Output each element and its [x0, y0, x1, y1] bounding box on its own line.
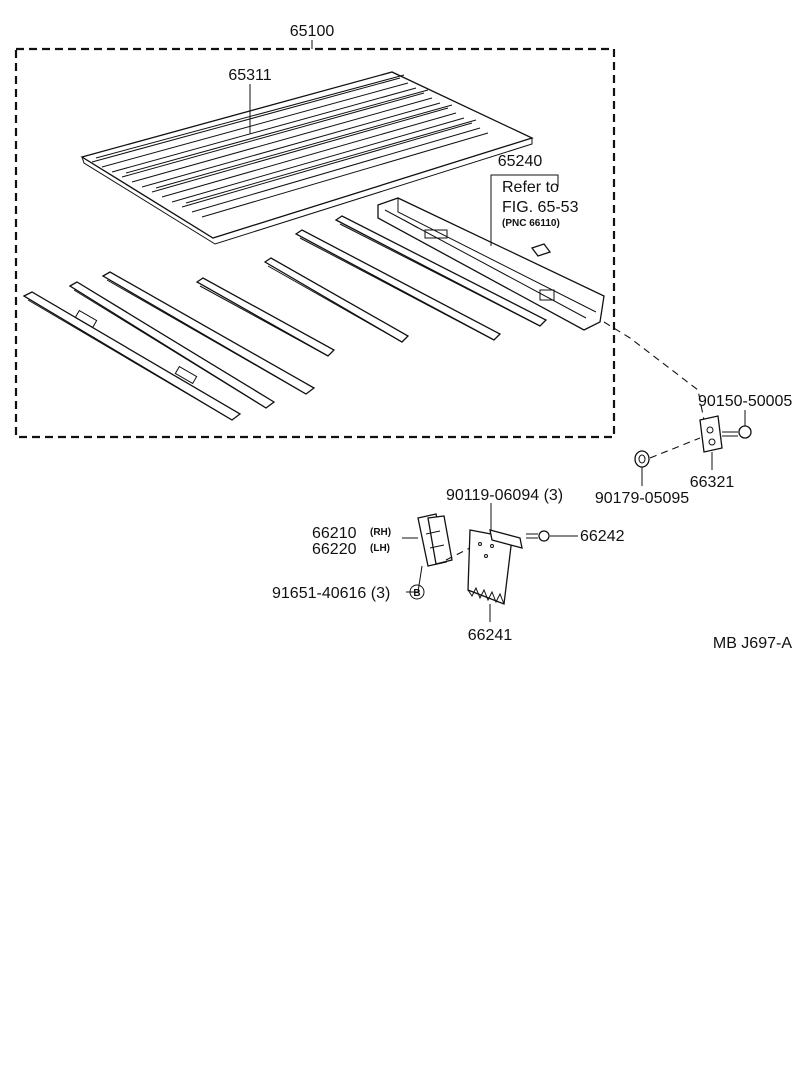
- label-bolt-plate: 66242: [580, 528, 625, 545]
- side-rail-1: [334, 215, 548, 327]
- support-bracket: [699, 415, 723, 453]
- washer: [634, 450, 650, 468]
- floor-sill-4: [68, 281, 276, 409]
- label-cross-member: 65240: [498, 153, 543, 170]
- retainer-plate: [489, 529, 523, 549]
- label-assembly: 65100: [290, 23, 335, 40]
- bracket-bolt: [722, 425, 752, 439]
- label-hanger-rh: 66210: [312, 525, 357, 542]
- plate-bolt: [526, 530, 550, 542]
- label-floor-panel: 65311: [228, 67, 271, 84]
- label-hanger-lh: 66220: [312, 541, 357, 558]
- assembly-boundary: [14, 47, 616, 439]
- floor-sill-3: [101, 271, 316, 395]
- label-bracket: 66321: [690, 474, 735, 491]
- label-mud-guard: 66241: [468, 627, 513, 644]
- label-bolt-top: 90150-50005: [698, 393, 792, 410]
- rear-cross-member: [377, 197, 605, 331]
- washer-dash: [649, 437, 701, 459]
- diagram-code: MB J697-A: [713, 635, 792, 652]
- label-refer-line2: FIG. 65-53: [502, 199, 579, 216]
- floor-sill-5: [22, 291, 242, 421]
- label-refer-line3: (PNC 66110): [502, 218, 560, 229]
- label-bolts-plate: 90119-06094 (3): [446, 487, 563, 504]
- side-rail-2: [294, 229, 502, 341]
- clip: [530, 243, 552, 257]
- floor-panel: [80, 71, 534, 245]
- floor-sill-1: [263, 257, 410, 343]
- rivet-symbol-circle: [409, 584, 425, 600]
- hanger-dash: [445, 547, 471, 561]
- cross-member-leader: [490, 174, 559, 246]
- label-refer-line1: Refer to: [502, 179, 559, 196]
- mud-guard: [467, 529, 513, 605]
- rivet-symbol-letter: B: [413, 588, 420, 599]
- label-hanger-lh-tag: (LH): [370, 543, 390, 554]
- floor-sill-2: [195, 277, 336, 357]
- label-rivet: 91651-40616 (3): [272, 585, 390, 602]
- mud-guard-hanger: [417, 513, 453, 567]
- label-washer: 90179-05095: [595, 490, 689, 507]
- label-hanger-rh-tag: (RH): [370, 527, 391, 538]
- connection-dash: [603, 321, 705, 421]
